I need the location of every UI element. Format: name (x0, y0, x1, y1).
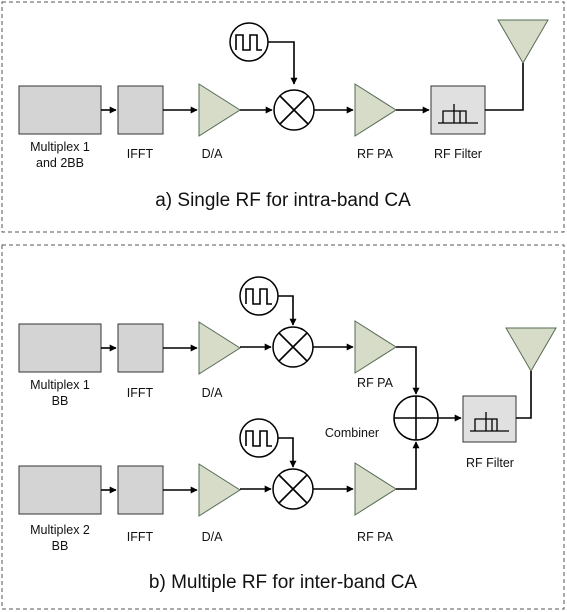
rfpa-label: RF PA (357, 147, 394, 161)
rf-filter-label: RF Filter (434, 147, 482, 161)
panel-a-caption: a) Single RF for intra-band CA (155, 190, 411, 211)
mixer-icon (273, 89, 315, 131)
filter-icon (462, 395, 517, 443)
ifft-block-lower (117, 465, 164, 515)
filter-icon (430, 85, 486, 135)
panel-intra-band: Multiplex 1 and 2BB IFFT D/A RF PA RF Fi… (1, 1, 565, 233)
panel-b-caption: b) Multiple RF for inter-band CA (149, 572, 418, 593)
da-converter-icon (198, 463, 241, 517)
square-wave-oscillator-icon (239, 276, 279, 316)
square-wave-oscillator-icon (239, 418, 279, 458)
multiplex-block (18, 85, 102, 135)
antenna-icon (505, 327, 557, 419)
multiplex1-label-line2: BB (52, 394, 69, 408)
filter-block (430, 85, 486, 135)
rf-pa-amplifier-icon (354, 83, 397, 137)
multiplex2-label-line1: Multiplex 2 (30, 523, 90, 537)
antenna-icon (485, 19, 549, 111)
multiplex-label-line2: and 2BB (36, 156, 84, 170)
multiplex2-block (18, 465, 102, 515)
mixer-icon (272, 468, 314, 510)
multiplex1-block (18, 323, 102, 373)
da-label-upper: D/A (202, 386, 224, 400)
ifft-label-upper: IFFT (127, 386, 154, 400)
rfpa-label-lower: RF PA (357, 530, 394, 544)
da-label: D/A (202, 147, 224, 161)
ifft-label-lower: IFFT (127, 530, 154, 544)
da-converter-icon (198, 83, 241, 137)
multiplex1-label-line1: Multiplex 1 (30, 378, 90, 392)
rf-filter-label: RF Filter (466, 456, 514, 470)
multiplex-label-line1: Multiplex 1 (30, 140, 90, 154)
combiner-icon (393, 395, 439, 441)
rfpa-label-upper: RF PA (357, 376, 394, 390)
panel-inter-band: Multiplex 1 BB IFFT D/A RF PA Combiner R… (1, 244, 565, 610)
da-converter-icon (198, 321, 241, 375)
rf-pa-amplifier-icon (354, 462, 397, 516)
square-wave-oscillator-icon (229, 22, 269, 62)
ifft-block-upper (117, 323, 164, 373)
ifft-block (117, 85, 164, 135)
ifft-label: IFFT (127, 147, 154, 161)
combiner-label: Combiner (325, 426, 379, 440)
mixer-icon (272, 326, 314, 368)
rf-pa-amplifier-icon (354, 320, 397, 374)
multiplex2-label-line2: BB (52, 539, 69, 553)
da-label-lower: D/A (202, 530, 224, 544)
